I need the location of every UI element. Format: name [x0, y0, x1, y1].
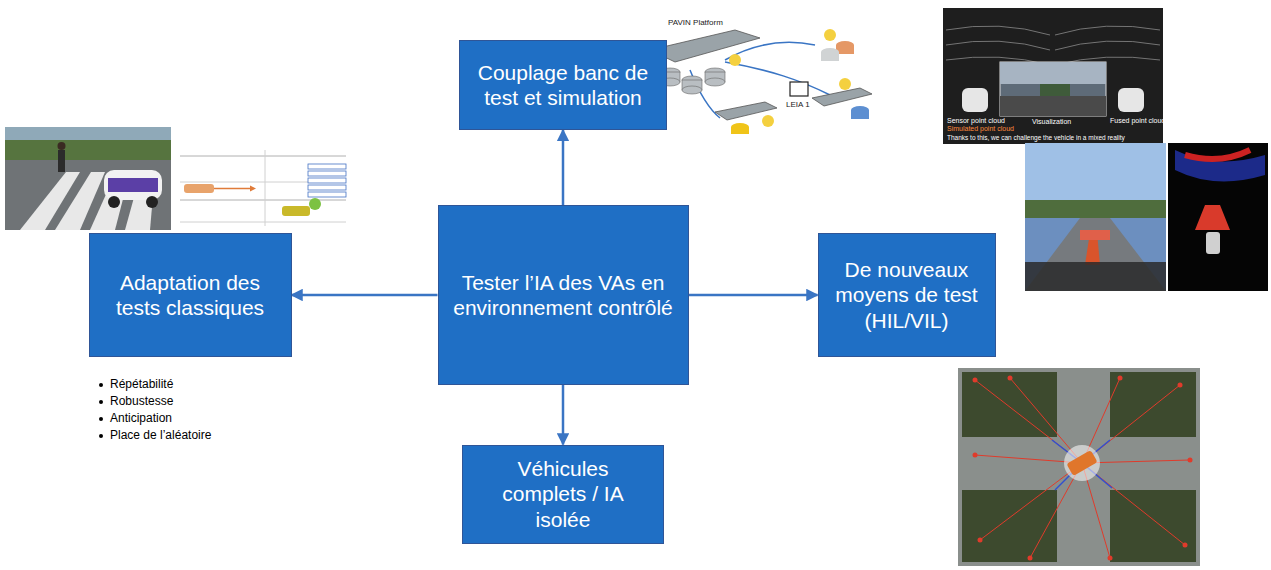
arrow-connector — [689, 294, 818, 297]
image-caption: Thanks to this, we can challenge the veh… — [947, 134, 1125, 141]
box-label: Véhicules complets / IA isolée — [488, 456, 638, 532]
bullet-item: Anticipation — [110, 412, 172, 426]
scenario-sketch — [180, 150, 346, 226]
bullet-item: Place de l’aléatoire — [110, 429, 211, 443]
hub-box: Tester l’IA des VAs en environnement con… — [438, 205, 689, 385]
process-box: De nouveaux moyens de test (HIL/VIL) — [818, 233, 996, 357]
arrow-connector — [562, 385, 565, 445]
image-caption: Visualization — [1032, 118, 1071, 126]
bullet-item: Répétabilité — [110, 378, 173, 392]
box-label: Couplage banc de test et simulation — [471, 60, 656, 110]
arrow-connector — [292, 294, 438, 297]
process-box: Adaptation des tests classiques — [89, 233, 292, 357]
image-caption: Simulated point cloud — [947, 125, 1014, 133]
image-caption: Fused point cloud — [1110, 117, 1165, 125]
aerial-intersection — [958, 368, 1200, 566]
box-label: De nouveaux moyens de test (HIL/VIL) — [829, 257, 984, 333]
bullet-dots — [99, 383, 103, 438]
box-label: Adaptation des tests classiques — [100, 270, 280, 320]
vil-screenshots — [1025, 143, 1268, 291]
box-label: Tester l’IA des VAs en environnement con… — [449, 270, 677, 320]
process-box: Couplage banc de test et simulation — [459, 40, 667, 130]
image-caption: LEIA 1 — [786, 100, 810, 109]
crosswalk-photo — [5, 127, 171, 230]
process-box: Véhicules complets / IA isolée — [462, 445, 664, 544]
bullet-item: Robustesse — [110, 395, 173, 409]
platform-diagram — [650, 29, 872, 134]
image-caption: Sensor point cloud — [947, 117, 1005, 125]
image-caption: PAVIN Platform — [668, 18, 723, 27]
arrow-connector — [562, 130, 565, 205]
